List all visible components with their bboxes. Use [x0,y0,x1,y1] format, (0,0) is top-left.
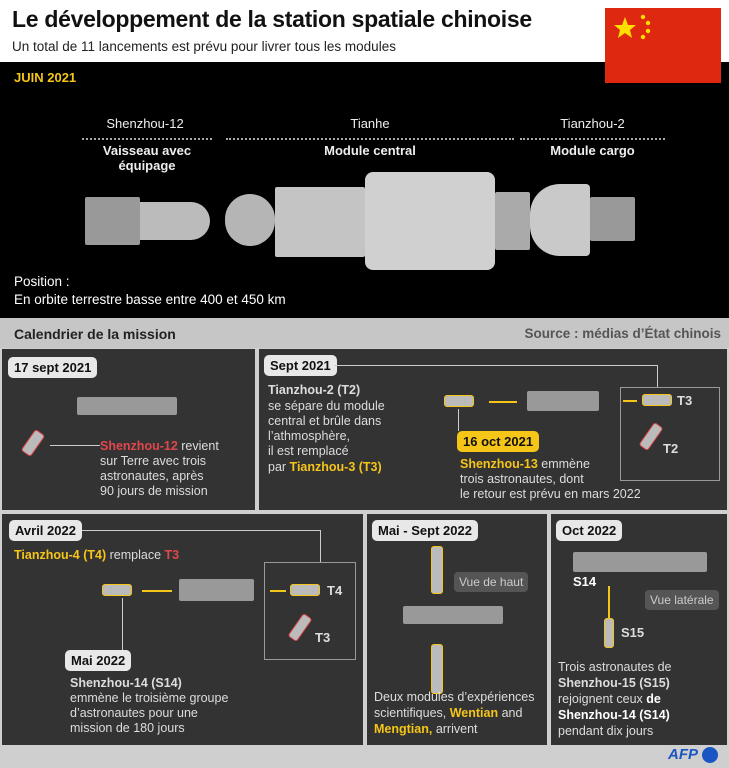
description: Shenzhou-12 revient [100,439,219,453]
connector [50,445,100,446]
module-role: Module central [324,143,416,158]
module-role: Vaisseau avec équipage [102,143,192,173]
module-role: Module cargo [550,143,635,158]
source-text: Source : médias d’État chinois [524,326,721,341]
date-badge: Oct 2022 [556,520,623,541]
description-line: se sépare du module [268,399,385,413]
station-icon [403,606,503,624]
connector [122,598,123,650]
s15-label: S15 [621,625,645,640]
date-badge: Avril 2022 [9,520,82,541]
afp-logo: AFP [668,746,719,766]
description-line: emmène le troisième groupe [70,691,229,705]
station-icon [573,552,707,572]
description-line: Deux modules d’expériences [374,690,535,704]
tianzhou-3-icon [642,394,672,406]
panel-may-sept-2022: Mai - Sept 2022 Vue de haut Deux modules… [367,514,547,745]
module-name: Tianzhou-2 [560,116,625,131]
description-line: par Tianzhou-3 (T3) [268,460,382,474]
divider [520,138,665,140]
date-badge: 16 oct 2021 [457,431,540,452]
shenzhou-14-icon [102,584,132,596]
date-badge: Mai 2022 [65,650,132,671]
date-badge: 17 sept 2021 [8,357,98,378]
t2-label: T2 [663,441,679,456]
description-line: Trois astronautes de [558,660,672,674]
panel-sept-17-2021: 17 sept 2021 Shenzhou-12 revient sur Ter… [2,349,255,510]
description-line: Shenzhou-13 emmène [460,457,590,471]
description-line: le retour est prévu en mars 2022 [460,487,641,501]
tianzhou-4-icon [290,584,320,596]
description-line: sur Terre avec trois [100,454,207,468]
description-line: d’astronautes pour une [70,706,198,720]
shenzhou-14-name: Shenzhou-14 (S14) [70,676,182,690]
connector [458,409,459,431]
shenzhou-15-name: Shenzhou-15 (S15) [558,676,670,690]
arrow-icon [270,590,286,592]
shenzhou-13-icon [444,395,474,407]
description-line: 90 jours de mission [100,484,208,498]
description-line: il est remplacé [268,444,349,458]
description-line: pendant dix jours [558,724,654,738]
china-flag-icon [605,8,721,83]
arrow-icon [142,590,172,592]
description-line: l’athmosphère, [268,429,350,443]
shenzhou-14-name: Shenzhou-14 (S14) [558,708,670,722]
description-line: trois astronautes, dont [460,472,584,486]
description-line: mission de 180 jours [70,721,185,735]
arrow-icon [608,586,610,626]
t3-label: T3 [315,630,331,645]
station-icon [77,397,177,415]
s14-label: S14 [573,574,597,589]
tianzhou-2-name: Tianzhou-2 (T2) [268,383,361,397]
module-name: Shenzhou-12 [106,116,184,131]
position-label: Position : [14,274,70,289]
detail-box [264,562,356,660]
mengtian-icon [431,644,443,694]
description-line: Mengtian, arrivent [374,722,478,736]
connector [82,530,320,531]
timeline-title: Calendrier de la mission [14,326,176,342]
station-illustration [85,172,645,272]
panel-sept-2021: Sept 2021 Tianzhou-2 (T2) se sépare du m… [259,349,727,510]
connector [657,365,658,387]
description-line: scientifiques, Wentian and [374,706,523,720]
station-icon [527,391,599,411]
panel-oct-2022: Oct 2022 S14 Vue latérale S15 Trois astr… [551,514,727,745]
station-icon [179,579,254,601]
view-tag: Vue latérale [645,590,719,610]
connector [320,530,321,562]
date-badge: Sept 2021 [264,355,337,376]
description-line: rejoignent ceux de [558,692,661,706]
t4-label: T4 [327,583,343,598]
page-title: Le développement de la station spatiale … [12,6,532,32]
description-line: astronautes, après [100,469,204,483]
hero-date: JUIN 2021 [14,70,77,85]
date-badge: Mai - Sept 2022 [372,520,478,541]
description-line: central et brûle dans [268,414,382,428]
module-name: Tianhe [350,116,390,131]
connector [334,365,657,366]
arrow-icon [623,400,637,402]
divider [82,138,212,140]
arrow-icon [489,401,517,403]
position-value: En orbite terrestre basse entre 400 et 4… [14,292,286,307]
shenzhou-12-icon [20,428,46,458]
view-tag: Vue de haut [454,572,529,592]
description-line: Tianzhou-4 (T4) remplace T3 [14,548,180,562]
shenzhou-15-icon [604,618,614,648]
page-subtitle: Un total de 11 lancements est prévu pour… [12,39,396,54]
wentian-icon [431,546,443,594]
divider [226,138,514,140]
t3-label: T3 [677,393,693,408]
timeline-header: Calendrier de la mission Source : médias… [0,318,729,348]
detail-box [620,387,720,481]
panel-april-2022: Avril 2022 Tianzhou-4 (T4) remplace T3 T… [2,514,363,745]
station-overview: JUIN 2021 Shenzhou-12 Tianhe Tianzhou-2 … [0,62,729,318]
